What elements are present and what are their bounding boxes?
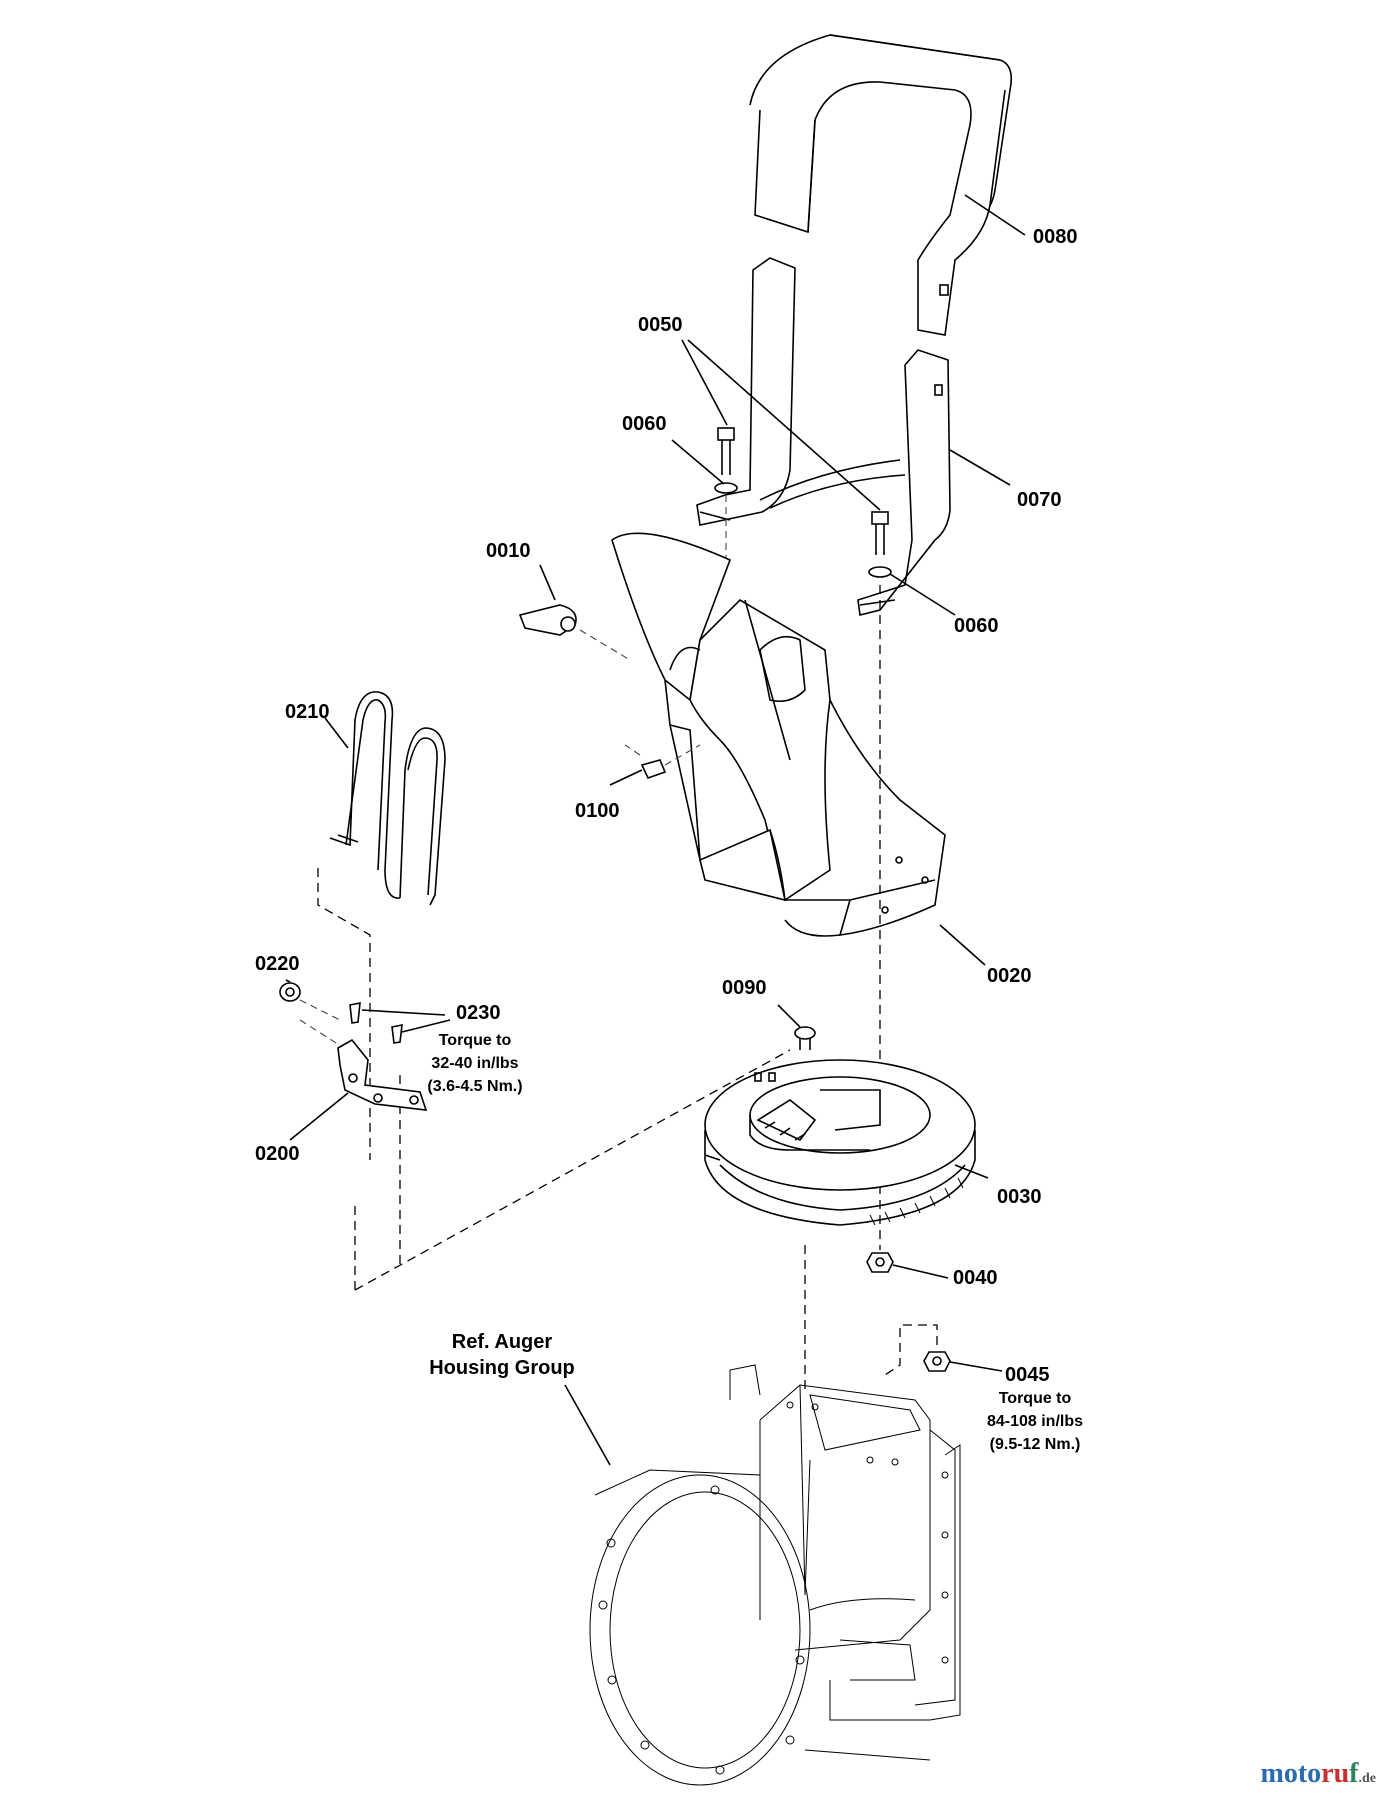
part-0230-screws bbox=[349, 1002, 403, 1044]
bolt-right bbox=[868, 511, 892, 578]
bolt-left bbox=[714, 427, 738, 560]
part-0020-discharge-chute bbox=[611, 532, 946, 937]
label-0230: 0230 bbox=[456, 1002, 501, 1024]
label-0060-left: 0060 bbox=[622, 413, 667, 435]
part-0070-handle-frame bbox=[696, 257, 951, 616]
part-0220-nut bbox=[279, 982, 341, 1021]
torque-note-0045: Torque to 84-108 in/lbs (9.5-12 Nm.) bbox=[987, 1390, 1083, 1453]
label-0220: 0220 bbox=[255, 953, 300, 975]
part-0210-wire bbox=[329, 691, 446, 906]
part-0090-screw bbox=[794, 1026, 816, 1050]
label-0030: 0030 bbox=[997, 1186, 1042, 1208]
part-0045-nut bbox=[884, 1324, 951, 1376]
label-0060-right: 0060 bbox=[954, 615, 999, 637]
part-0080-chute-handle bbox=[749, 34, 1013, 336]
ref-auger-housing-label: Ref. Auger Housing Group bbox=[429, 1331, 575, 1379]
label-0080: 0080 bbox=[1033, 226, 1078, 248]
label-0200: 0200 bbox=[255, 1143, 300, 1165]
leader-lines bbox=[285, 194, 1026, 1466]
label-0100: 0100 bbox=[575, 800, 620, 822]
label-0045: 0045 bbox=[1005, 1364, 1050, 1386]
svg-text:Torque to: Torque to bbox=[999, 1390, 1072, 1407]
auger-housing-reference bbox=[589, 1364, 961, 1786]
watermark-logo: motoruf.de bbox=[1260, 1758, 1376, 1789]
label-0070: 0070 bbox=[1017, 489, 1062, 511]
svg-text:Housing Group: Housing Group bbox=[429, 1357, 575, 1379]
torque-note-0230: Torque to 32-40 in/lbs (3.6-4.5 Nm.) bbox=[427, 1032, 522, 1095]
part-0040-nut bbox=[866, 1252, 894, 1273]
label-0210: 0210 bbox=[285, 701, 330, 723]
part-0100-screw bbox=[624, 744, 701, 779]
part-0010-knob bbox=[518, 604, 631, 661]
svg-text:Torque to: Torque to bbox=[439, 1032, 512, 1049]
svg-text:Ref. Auger: Ref. Auger bbox=[452, 1331, 553, 1353]
label-0090: 0090 bbox=[722, 977, 767, 999]
label-0010: 0010 bbox=[486, 540, 531, 562]
svg-text:32-40 in/lbs: 32-40 in/lbs bbox=[431, 1055, 518, 1072]
svg-text:(9.5-12 Nm.): (9.5-12 Nm.) bbox=[990, 1436, 1081, 1453]
label-0050: 0050 bbox=[638, 314, 683, 336]
svg-text:(3.6-4.5 Nm.): (3.6-4.5 Nm.) bbox=[427, 1078, 522, 1095]
part-0200-bracket bbox=[337, 1038, 428, 1111]
part-0030-chute-base-ring bbox=[704, 1059, 976, 1226]
label-0020: 0020 bbox=[987, 965, 1032, 987]
label-0040: 0040 bbox=[953, 1267, 998, 1289]
svg-text:84-108 in/lbs: 84-108 in/lbs bbox=[987, 1413, 1083, 1430]
